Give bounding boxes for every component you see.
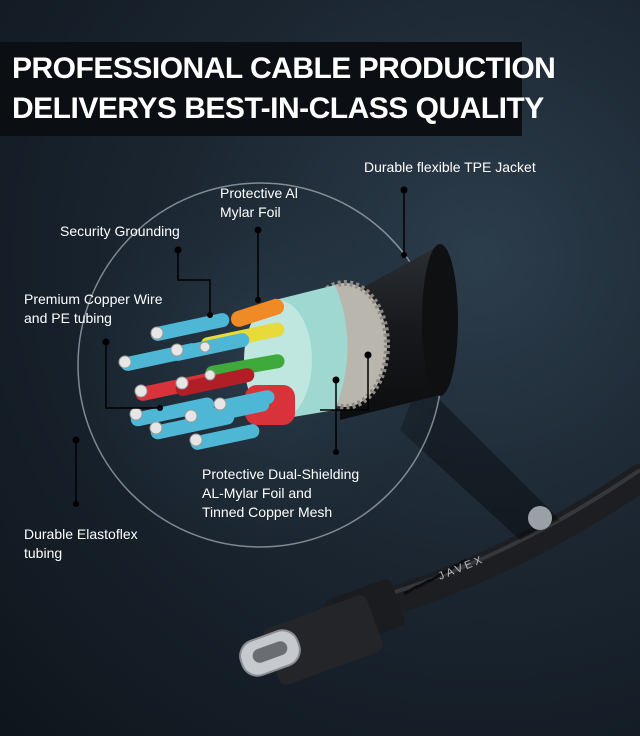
label-elastoflex-line-2: tubing [24, 545, 63, 561]
headline-line-2: DELIVERYS BEST-IN-CLASS QUALITY [12, 92, 544, 125]
label-security-grounding: Security Grounding [60, 223, 180, 239]
headline-line-1: PROFESSIONAL CABLE PRODUCTION [12, 52, 556, 85]
label-mylar-line-1: Protective Al [220, 185, 298, 201]
label-copper-line-1: Premium Copper Wire [24, 291, 163, 307]
leader-lines [75, 190, 405, 504]
headline-banner: PROFESSIONAL CABLE PRODUCTION DELIVERYS … [0, 42, 556, 136]
label-shielding-line-3: Tinned Copper Mesh [202, 504, 333, 520]
label-dual-shielding: Protective Dual-Shielding AL-Mylar Foil … [202, 465, 359, 522]
label-elastoflex-line-1: Durable Elastoflex [24, 526, 138, 542]
label-tpe-jacket: Durable flexible TPE Jacket [364, 159, 536, 175]
label-copper-wire: Premium Copper Wire and PE tubing [24, 290, 162, 328]
label-shielding-line-2: AL-Mylar Foil and [202, 485, 312, 501]
cable-body [381, 464, 640, 614]
label-copper-line-2: and PE tubing [24, 310, 112, 326]
label-shielding-line-1: Protective Dual-Shielding [202, 466, 360, 482]
label-mylar-line-2: Mylar Foil [220, 204, 281, 220]
usb-c-plug [239, 595, 383, 685]
label-elastoflex: Durable Elastoflex tubing [24, 525, 138, 563]
label-mylar-foil: Protective Al Mylar Foil [220, 184, 298, 222]
conductor-bundle [118, 298, 295, 450]
